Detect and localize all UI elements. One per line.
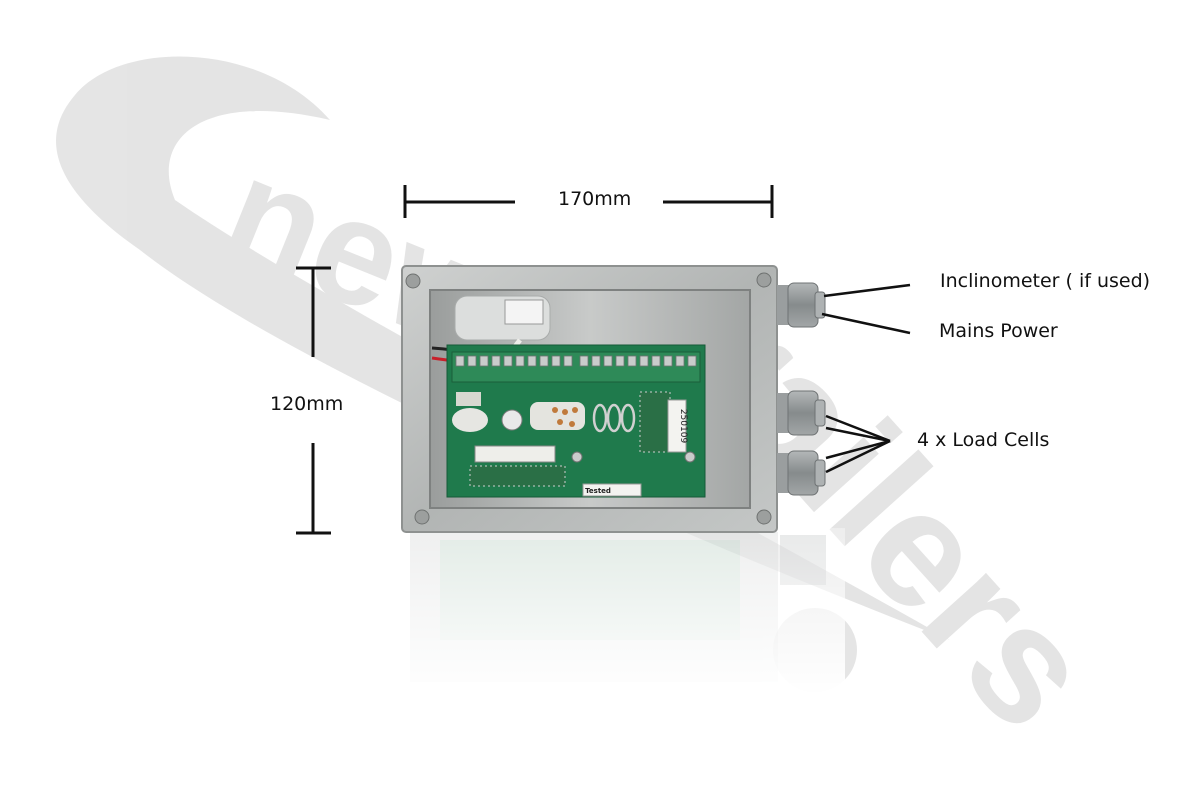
callout-line-mains (821, 312, 911, 335)
corner-screw (405, 273, 421, 289)
inclinometer-label: Inclinometer ( if used) (940, 270, 1151, 292)
height-dimension (296, 266, 331, 535)
mains-power-label: Mains Power (939, 320, 1058, 342)
callout-line-load-cell (825, 439, 891, 460)
serial-label (667, 399, 687, 453)
width-dimension (403, 185, 774, 218)
callout-lines (821, 283, 911, 474)
callout-line-load-cell (825, 426, 891, 443)
corner-screw (756, 272, 772, 288)
watermark-swoosh (56, 56, 950, 640)
cable-gland-power (777, 282, 826, 328)
tested-label (582, 483, 642, 497)
inductor-coils (592, 403, 636, 433)
terminal-screws (455, 355, 697, 367)
tested-label-text: Tested (585, 487, 611, 495)
capacitor (501, 409, 523, 431)
width-dimension-label: 170mm (558, 188, 632, 210)
header-pins (469, 465, 566, 487)
junction-box: 250109 Tested (401, 265, 778, 533)
cable-gland-load-cell-1 (777, 390, 826, 436)
header-block (474, 445, 556, 463)
solder-blob (452, 408, 488, 432)
callout-line-inclinometer (823, 283, 911, 298)
height-dimension-label: 120mm (270, 393, 344, 415)
callout-line-load-cell (825, 414, 891, 443)
cable-gland-load-cell-2 (777, 450, 826, 496)
serial-label-text: 250109 (678, 409, 688, 444)
corner-screw (414, 509, 430, 525)
terminal-strip (451, 351, 701, 383)
corner-screw (756, 509, 772, 525)
callout-line-load-cell (825, 439, 891, 474)
load-cells-label: 4 x Load Cells (917, 429, 1050, 451)
copper-pads (552, 407, 578, 427)
